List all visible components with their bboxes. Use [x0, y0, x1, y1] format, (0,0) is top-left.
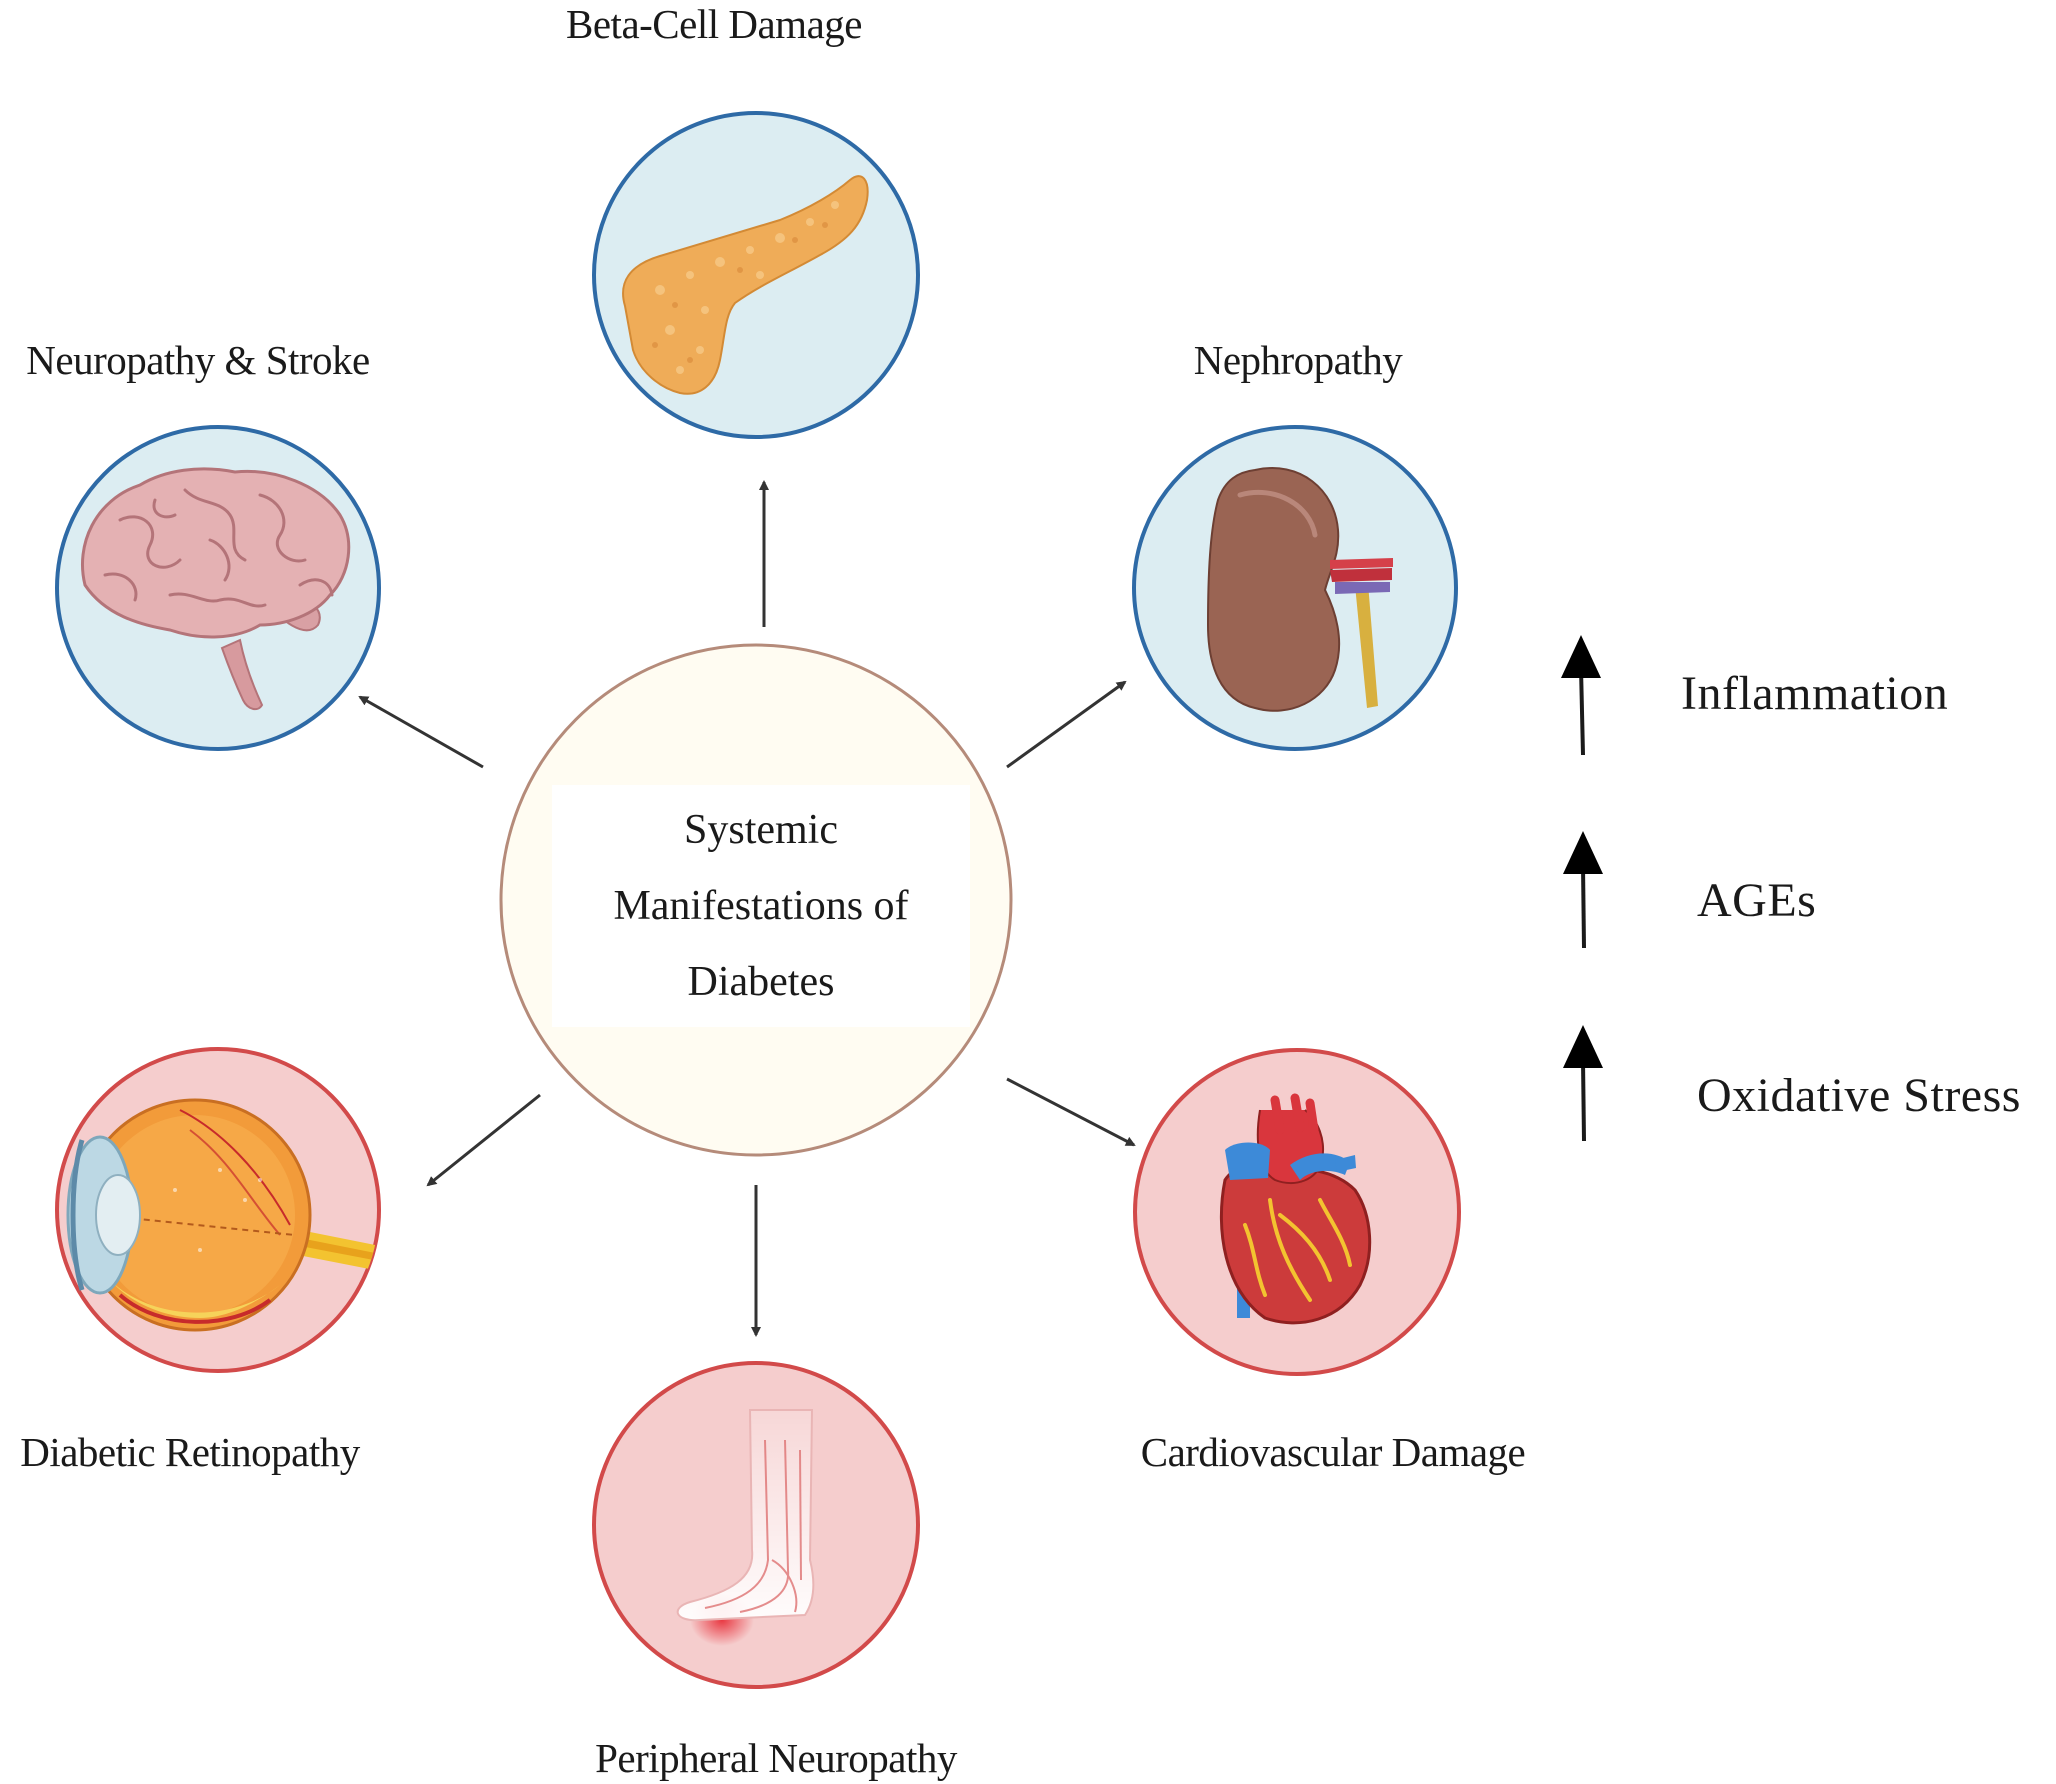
- eye-icon: [66, 1098, 379, 1332]
- factor-label-inflammation: Inflammation: [1681, 667, 1949, 720]
- label-cardiovascular-damage: Cardiovascular Damage: [1140, 1429, 1526, 1475]
- label-neuropathy-stroke: Neuropathy & Stroke: [26, 337, 370, 383]
- arrow-to-heart: [1006, 1077, 1136, 1147]
- factor-arrows: [1561, 635, 1603, 1142]
- center-title-line-2: Manifestations of: [613, 883, 909, 929]
- arrow-to-brain: [358, 695, 484, 769]
- connector-arrows: [358, 480, 1136, 1337]
- ages-arrow: [1563, 831, 1603, 949]
- pancreas-node: [592, 111, 920, 439]
- label-beta-cell-damage: Beta-Cell Damage: [566, 1, 862, 47]
- kidney-node: [1132, 425, 1458, 751]
- heart-node: [1133, 1048, 1461, 1376]
- foot-icon: [676, 1409, 815, 1646]
- label-peripheral-neuropathy: Peripheral Neuropathy: [595, 1735, 957, 1781]
- factor-label-oxidative-stress: Oxidative Stress: [1697, 1069, 2021, 1122]
- arrow-to-kidney: [1006, 680, 1127, 769]
- label-nephropathy: Nephropathy: [1193, 337, 1403, 383]
- brain-icon: [80, 467, 351, 711]
- kidney-icon: [1206, 467, 1393, 712]
- inflammation-arrow: [1561, 635, 1601, 756]
- center-title-line-1: Systemic: [684, 807, 838, 853]
- center-title-line-3: Diabetes: [687, 959, 835, 1005]
- oxidative-stress-arrow: [1563, 1025, 1603, 1142]
- arrow-to-eye: [426, 1093, 541, 1187]
- heart-icon: [1219, 1093, 1372, 1325]
- factor-label-ages: AGEs: [1697, 874, 1817, 927]
- brain-node: [55, 425, 381, 751]
- pancreas-icon: [622, 175, 869, 395]
- eye-node: [55, 1047, 381, 1373]
- center-title: Systemic Manifestations of Diabetes: [552, 785, 970, 1027]
- label-diabetic-retinopathy: Diabetic Retinopathy: [20, 1429, 360, 1475]
- foot-node: [592, 1361, 920, 1689]
